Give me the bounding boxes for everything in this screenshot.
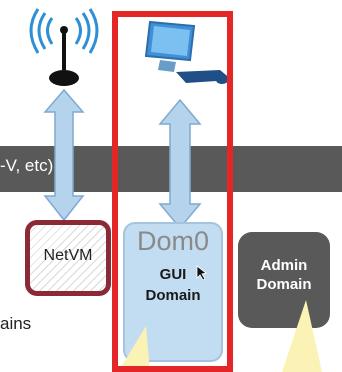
netvm-label: NetVM xyxy=(43,247,93,264)
dom0-highlight-frame xyxy=(112,11,233,372)
dom0-domain-label: Domain xyxy=(145,287,201,304)
hypervisor-bar-label: -V, etc) xyxy=(0,156,54,175)
dom0-callout-wedge xyxy=(118,326,150,372)
netvm-box xyxy=(25,220,111,296)
dom0-title: Dom0 xyxy=(136,226,210,256)
wifi-antenna-icon xyxy=(29,8,99,86)
admin-label-line2: Domain xyxy=(256,276,312,293)
admin-domain-label: Admin Domain xyxy=(238,256,330,294)
computer-icon xyxy=(144,20,232,84)
admin-domain-box xyxy=(238,232,330,328)
admin-callout-wedge xyxy=(282,300,322,372)
admin-label-line1: Admin xyxy=(260,257,308,274)
mouse-pointer-icon xyxy=(196,265,207,281)
dom0-gui-label: GUI xyxy=(159,266,187,283)
domains-fragment-label: ains xyxy=(0,314,32,333)
